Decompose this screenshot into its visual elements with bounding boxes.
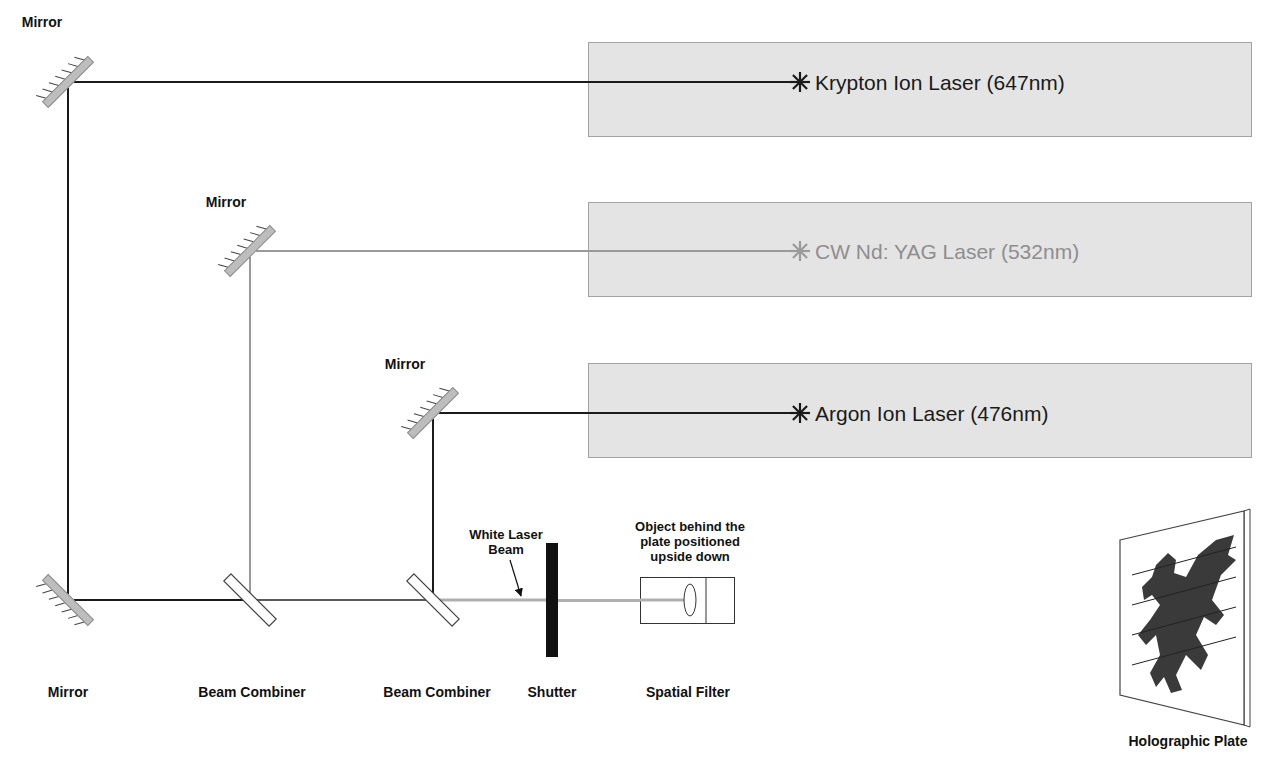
- mirror-symbol: [244, 245, 256, 257]
- fringe-line: [1132, 577, 1236, 605]
- plate-label: Holographic Plate: [1128, 733, 1247, 749]
- mirror-label: Mirror: [22, 14, 62, 30]
- mirror-node: Mirror: [427, 407, 439, 419]
- note-label: Object behind the plate positioned upsid…: [624, 519, 756, 564]
- mirror-node: Mirror: [62, 76, 74, 88]
- mirror-glass: [225, 226, 276, 277]
- mirror-label: Mirror: [206, 194, 246, 210]
- laser-beam: [249, 257, 251, 594]
- combiner-glass: [224, 574, 276, 626]
- lens: [684, 584, 696, 616]
- beam-segment: [640, 599, 684, 602]
- filter-node: Spatial Filter: [640, 577, 735, 624]
- star-stroke: [793, 75, 807, 89]
- mirror-label: Mirror: [48, 684, 88, 700]
- mirror-symbol: [62, 594, 74, 606]
- mirror-node: Mirror: [62, 594, 74, 606]
- beam-segment: [588, 412, 800, 414]
- mirror-label: Mirror: [385, 356, 425, 372]
- mirror-glass: [43, 575, 94, 626]
- fringe-line: [1132, 607, 1236, 635]
- filter-housing: [641, 578, 735, 624]
- shutter-label: Shutter: [528, 684, 577, 700]
- fringe-line: [1132, 547, 1236, 575]
- mirror-symbol: [62, 76, 74, 88]
- laser-beam: [74, 599, 244, 601]
- laser-node: Krypton Ion Laser (647nm): [588, 42, 1252, 137]
- plate-edge: [1244, 509, 1250, 727]
- shutter-node: Shutter: [546, 543, 558, 657]
- combiner-label: Beam Combiner: [198, 684, 305, 700]
- laser-beam: [67, 88, 69, 594]
- emitter-star: [790, 241, 810, 261]
- laser-beam: [558, 599, 640, 602]
- laser-beam: [74, 81, 588, 83]
- combiner-node: Beam Combiner: [427, 594, 439, 606]
- fringe-line: [1132, 637, 1236, 665]
- laser-beam: [432, 419, 434, 594]
- star-stroke: [793, 244, 807, 258]
- mirror-symbol: [427, 407, 439, 419]
- combiner-glass: [407, 574, 459, 626]
- mirror-glass: [43, 57, 94, 108]
- mirror-glass: [408, 388, 459, 439]
- plate-face: [1120, 511, 1244, 725]
- filter-label: Spatial Filter: [646, 684, 730, 700]
- emitter-star: [790, 403, 810, 423]
- beam-segment: [588, 81, 800, 83]
- beam-segment: [588, 250, 800, 252]
- combiner-label: Beam Combiner: [383, 684, 490, 700]
- laser-beam: [256, 599, 427, 601]
- combiner-node: Beam Combiner: [244, 594, 256, 606]
- pinhole-plane: [706, 577, 707, 624]
- laser-beam: [256, 250, 588, 252]
- emitter-star: [790, 72, 810, 92]
- laser-beam: [439, 599, 546, 602]
- plate-node: Holographic Plate: [1116, 505, 1254, 730]
- laser-node: CW Nd: YAG Laser (532nm): [588, 202, 1252, 297]
- spatial-filter-symbol: [640, 577, 735, 624]
- dragon-object: [1138, 535, 1236, 693]
- laser-label: Argon Ion Laser (476nm): [815, 402, 1048, 426]
- star-stroke: [793, 406, 807, 420]
- beam-label: White Laser Beam: [460, 527, 552, 557]
- combiner-symbol: [427, 594, 439, 606]
- laser-node: Argon Ion Laser (476nm): [588, 363, 1252, 458]
- mirror-node: Mirror: [244, 245, 256, 257]
- laser-beam: [439, 412, 588, 414]
- laser-label: Krypton Ion Laser (647nm): [815, 71, 1065, 95]
- laser-label: CW Nd: YAG Laser (532nm): [815, 240, 1079, 264]
- combiner-symbol: [244, 594, 256, 606]
- label-leader: [510, 560, 521, 596]
- holographic-plate-shape: [1116, 505, 1254, 730]
